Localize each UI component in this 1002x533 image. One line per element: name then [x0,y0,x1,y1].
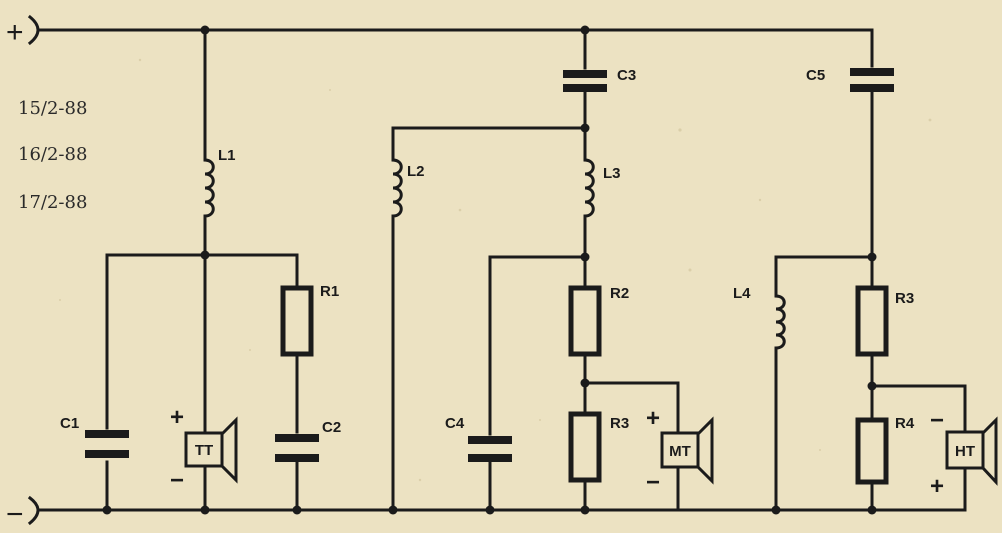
paper-texture [59,58,932,482]
positive-terminal: + [6,14,40,49]
resistor-r3-mid: R3 [568,411,629,483]
resistor-label: R3 [610,415,629,432]
resistor-label: R3 [895,290,914,307]
inductor-l4: L4 [733,285,786,352]
speaker-label: HT [955,443,975,460]
resistor-r1: R1 [280,283,339,357]
inductor-label: L2 [407,163,425,180]
resistor-r4: R4 [855,415,915,485]
capacitor-label: C5 [806,67,825,84]
speaker-mt: MT + − [646,405,714,496]
polarity-plus: + [930,473,944,500]
speaker-label: MT [669,443,691,460]
positive-terminal-symbol: + [6,16,24,49]
resistor-label: R2 [610,285,629,302]
inductor-l2: L2 [391,158,425,224]
polarity-plus: + [646,405,660,432]
inductor-l1: L1 [203,147,236,224]
capacitor-c5: C5 [806,67,894,92]
date-note: 16/2-88 [18,144,87,165]
polarity-minus: − [646,469,660,496]
capacitor-c1: C1 [60,415,129,458]
speaker-ht: HT − + [930,407,998,500]
inductor-label: L1 [218,147,236,164]
inductor-label: L3 [603,165,621,182]
polarity-minus: − [170,467,184,494]
inductor-l3: L3 [583,158,621,224]
date-note: 17/2-88 [18,192,87,213]
speaker-tt: TT + − [170,404,238,494]
speaker-label: TT [195,442,213,459]
resistor-label: R1 [320,283,339,300]
capacitor-c2: C2 [275,419,341,462]
capacitor-label: C2 [322,419,341,436]
resistor-label: R4 [895,415,915,432]
capacitor-label: C1 [60,415,79,432]
date-note: 15/2-88 [18,98,87,119]
capacitor-label: C3 [617,67,636,84]
polarity-minus: − [930,407,944,434]
capacitor-c4: C4 [445,415,512,462]
date-notes: 15/2-88 16/2-88 17/2-88 [18,98,87,213]
capacitor-label: C4 [445,415,465,432]
polarity-plus: + [170,404,184,431]
junction-dots [102,25,877,515]
resistor-r3-high: R3 [855,285,914,357]
negative-terminal: − [6,495,40,531]
inductor-label: L4 [733,285,751,302]
negative-terminal-symbol: − [6,498,24,531]
resistor-r2: R2 [568,285,629,357]
wiring [38,28,967,512]
capacitor-c3: C3 [563,67,636,92]
